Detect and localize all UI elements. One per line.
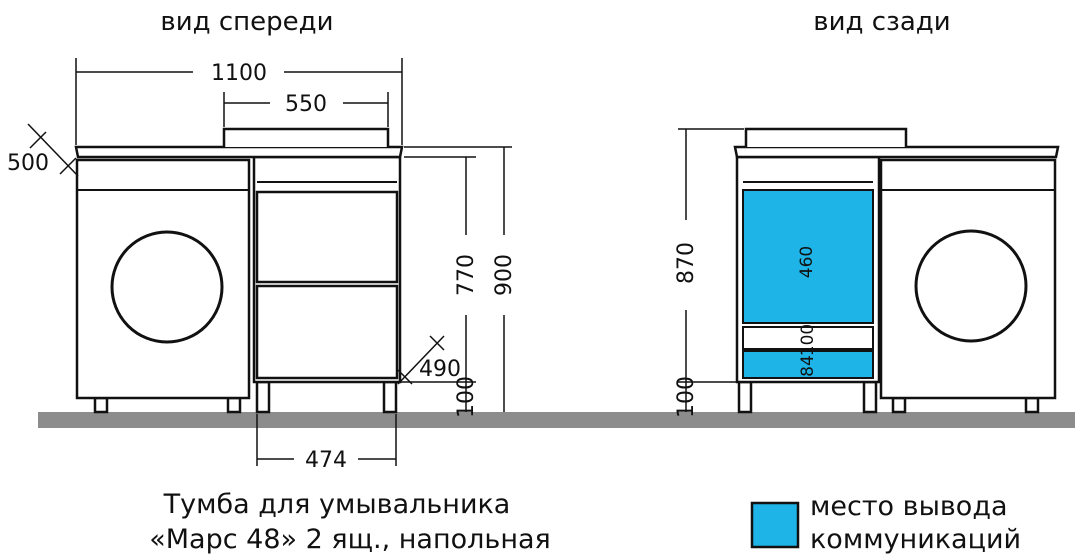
caption-line-1: Тумба для умывальника (163, 489, 511, 520)
dim-top-width-label: 550 (285, 92, 327, 117)
dim-cabinet-depth: 490 (397, 335, 461, 385)
shelf-gap (742, 326, 874, 350)
legend-swatch (750, 501, 800, 549)
dim-total-height: 900 (404, 146, 517, 412)
countertop (74, 145, 404, 159)
washing-machine-back-door (914, 229, 1028, 343)
dim-total-height-label: 900 (492, 254, 517, 296)
dim-top-width: 550 (223, 92, 389, 127)
countertop-back (733, 145, 1060, 159)
dim-cabinet-width: 474 (256, 414, 397, 473)
floor (38, 412, 1075, 428)
legend-label-line-1: место вывода (810, 491, 1008, 522)
caption-line-2: «Марс 48» 2 ящ., напольная (149, 524, 551, 555)
dim-back-height: 870 (674, 128, 744, 382)
washing-machine-door (110, 230, 224, 344)
dim-shelf-gap-label: 100 (798, 324, 818, 356)
sink-top-back (744, 127, 908, 147)
dim-cabinet-height-label: 770 (454, 254, 479, 296)
communications-zone-upper (742, 189, 874, 324)
dim-cabinet-width-label: 474 (305, 448, 347, 473)
front-view (74, 127, 404, 414)
dim-leg-height-back: 100 (674, 376, 737, 418)
dim-back-height-label: 870 (674, 242, 699, 284)
legend-label-line-2: коммуникаций (810, 524, 1021, 555)
front-view-title: вид спереди (160, 7, 333, 37)
dim-depth-left-label: 500 (7, 151, 49, 176)
cabinet-drawer-bottom (255, 284, 399, 380)
dim-depth-left: 500 (7, 123, 79, 177)
back-view-title: вид сзади (813, 7, 950, 37)
dim-leg-height-front-label: 100 (454, 376, 479, 418)
dim-total-width-label: 1100 (211, 61, 267, 86)
dim-comm-zone-height-label: 460 (797, 246, 817, 278)
back-view (733, 127, 1060, 414)
communications-zone-lower (742, 350, 874, 379)
dim-leg-height-front: 100 (398, 376, 479, 418)
dim-cabinet-height: 770 (404, 156, 479, 382)
dim-cabinet-depth-label: 490 (419, 357, 461, 382)
dim-leg-height-back-label: 100 (674, 376, 699, 418)
dim-lower-gap-label: 84 (798, 355, 818, 377)
sink-top (222, 127, 390, 147)
dim-total-width: 1100 (75, 58, 403, 145)
cabinet-drawer-top (255, 190, 399, 284)
